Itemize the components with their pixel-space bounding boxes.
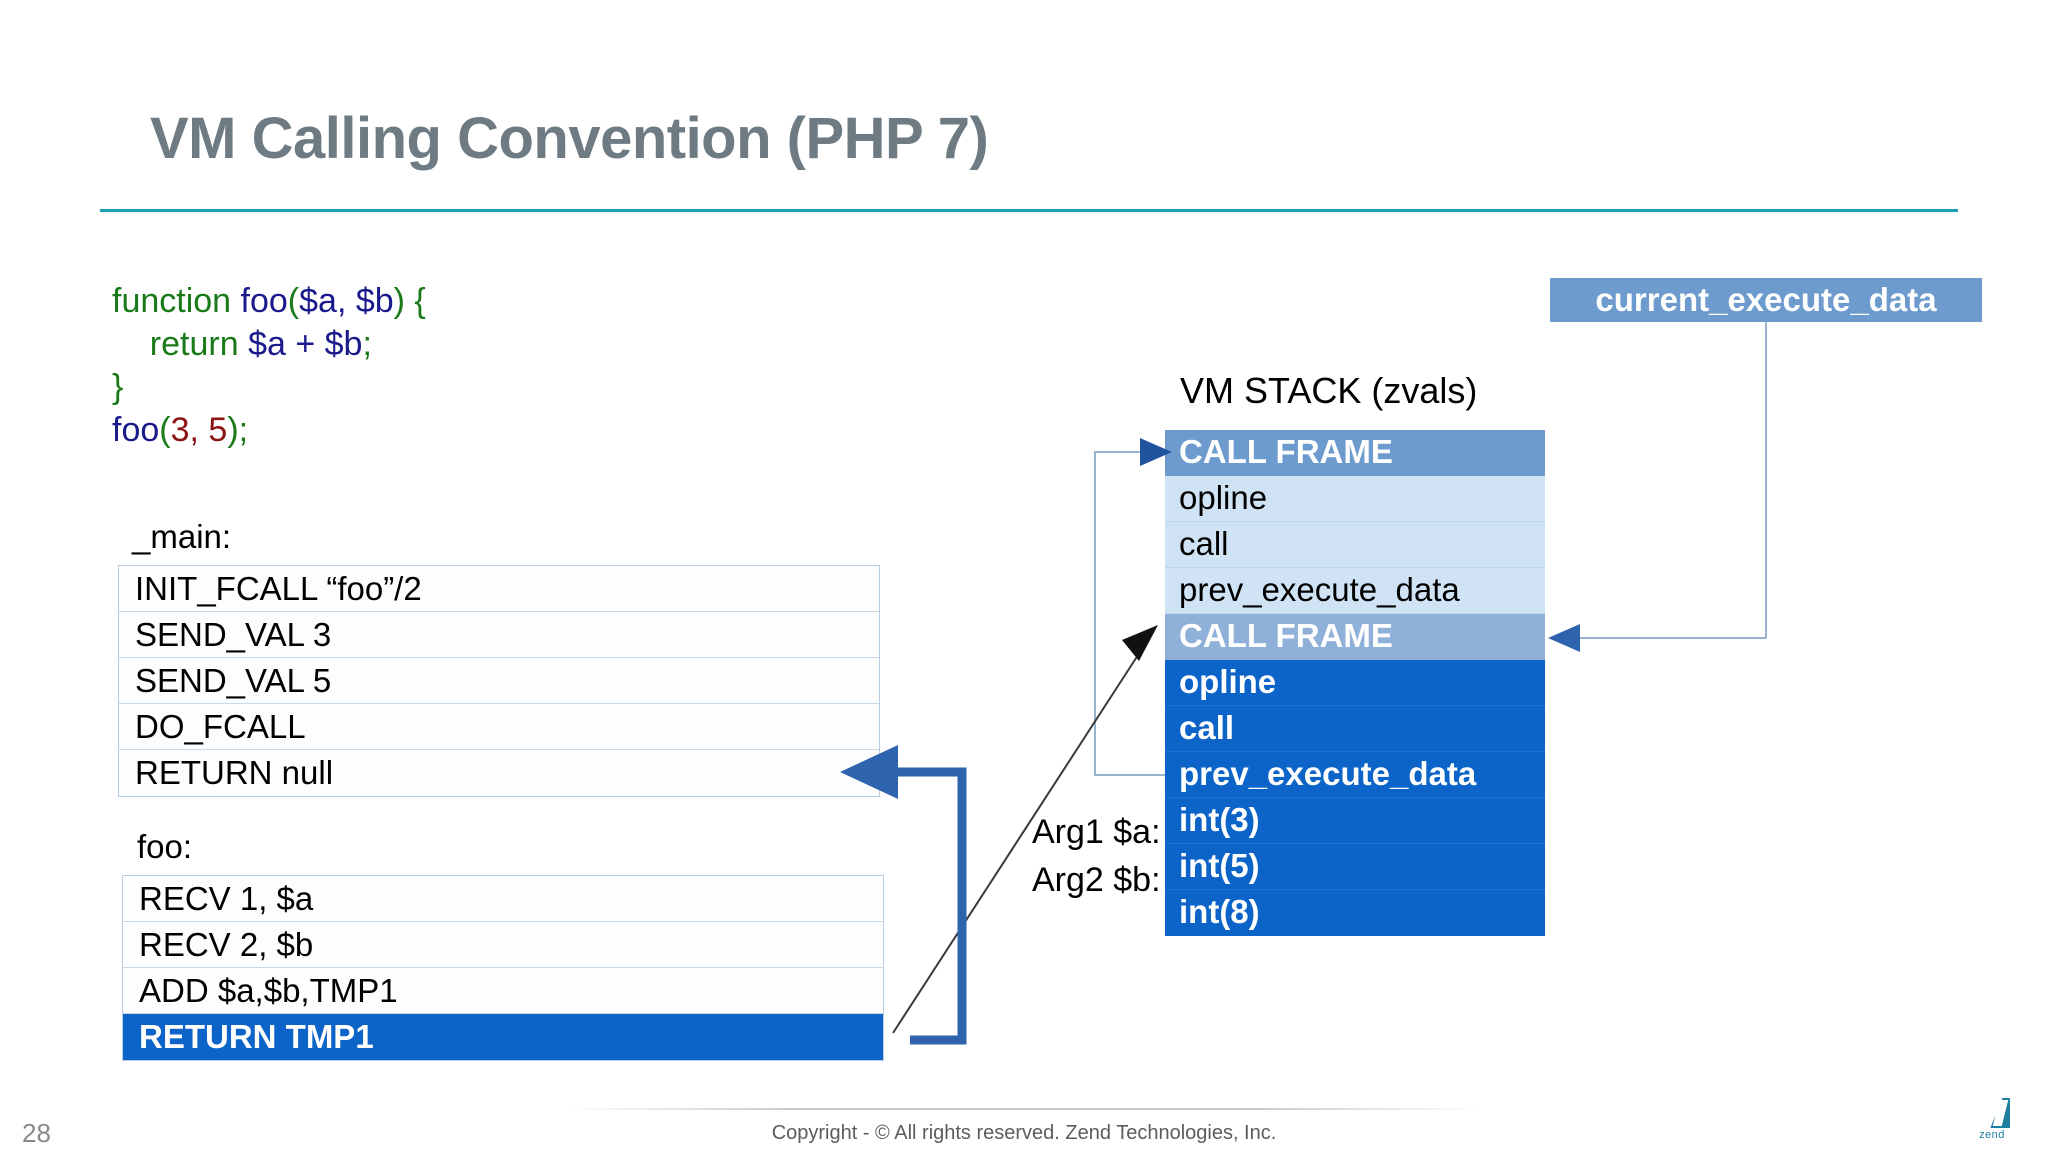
arg2-label: Arg2 $b: [1032, 861, 1161, 899]
stack-slot: int(8) [1165, 890, 1545, 936]
code-call-name: foo [112, 411, 160, 449]
stack-slot: int(5) [1165, 844, 1545, 890]
stack-slot: opline [1165, 476, 1545, 522]
copyright-notice: Copyright - © All rights reserved. Zend … [771, 1122, 1277, 1144]
opcode-row: ADD $a,$b,TMP1 [123, 968, 883, 1014]
opcode-row: SEND_VAL 3 [119, 612, 879, 658]
current-execute-data-link-arrow [1548, 322, 1767, 652]
main-block-label: _main: [132, 518, 232, 555]
zend-mark-icon [1974, 1098, 2010, 1128]
stack-slot: prev_execute_data [1165, 752, 1545, 798]
stack-slot: int(3) [1165, 798, 1545, 844]
code-semicolon-1: ; [362, 325, 372, 363]
opcode-row: RECV 2, $b [123, 922, 883, 968]
code-arg-sep: , [189, 411, 209, 449]
page-number: 28 [22, 1118, 51, 1148]
code-paren-close-brace: ) { [393, 282, 426, 320]
foo-block-label: foo: [137, 828, 193, 865]
code-function-name: foo [240, 282, 288, 320]
opcode-row: INIT_FCALL “foo”/2 [119, 566, 879, 612]
code-arg-3: 3 [170, 411, 190, 449]
code-keyword-return: return [149, 325, 249, 363]
zend-logo-text: zend [1979, 1129, 2005, 1141]
opcode-row: RETURN null [119, 750, 879, 796]
code-call-paren-open: ( [159, 411, 171, 449]
code-arg-5: 5 [208, 411, 228, 449]
code-return-expr: $a + $b [248, 325, 363, 363]
opcode-row: RECV 1, $a [123, 876, 883, 922]
arg-annotations: Arg1 $a: Arg2 $b: [1032, 808, 1161, 904]
title-divider [100, 209, 1958, 212]
zend-slash-shape [1992, 1100, 2009, 1126]
opcode-row: SEND_VAL 5 [119, 658, 879, 704]
page-title: VM Calling Convention (PHP 7) [150, 106, 989, 171]
outer-call-frame-header: CALL FRAME [1165, 430, 1545, 476]
zend-logo: zend [1968, 1098, 2016, 1144]
code-closing-brace: } [112, 368, 124, 406]
vm-stack-title: VM STACK (zvals) [1180, 370, 1478, 411]
code-indent [112, 325, 150, 363]
stack-slot: opline [1165, 660, 1545, 706]
current-execute-data-badge: current_execute_data [1550, 278, 1982, 322]
code-keyword-function: function [112, 282, 241, 320]
arg1-label: Arg1 $a: [1032, 813, 1161, 851]
prev-execute-data-link-arrow [1094, 438, 1172, 776]
code-call-paren-close: ) [227, 411, 239, 449]
code-params: $a, $b [299, 282, 394, 320]
php-code-block: function foo($a, $b) { return $a + $b; }… [112, 280, 426, 452]
inner-call-frame-header: CALL FRAME [1165, 614, 1545, 660]
code-paren-open: ( [287, 282, 300, 320]
stack-slot: prev_execute_data [1165, 568, 1545, 614]
stack-slot: call [1165, 522, 1545, 568]
opcode-row: RETURN TMP1 [123, 1014, 883, 1060]
opcode-row: DO_FCALL [119, 704, 879, 750]
code-semicolon-2: ; [238, 411, 249, 449]
stack-slot: call [1165, 706, 1545, 752]
footer-divider [566, 1108, 1482, 1110]
